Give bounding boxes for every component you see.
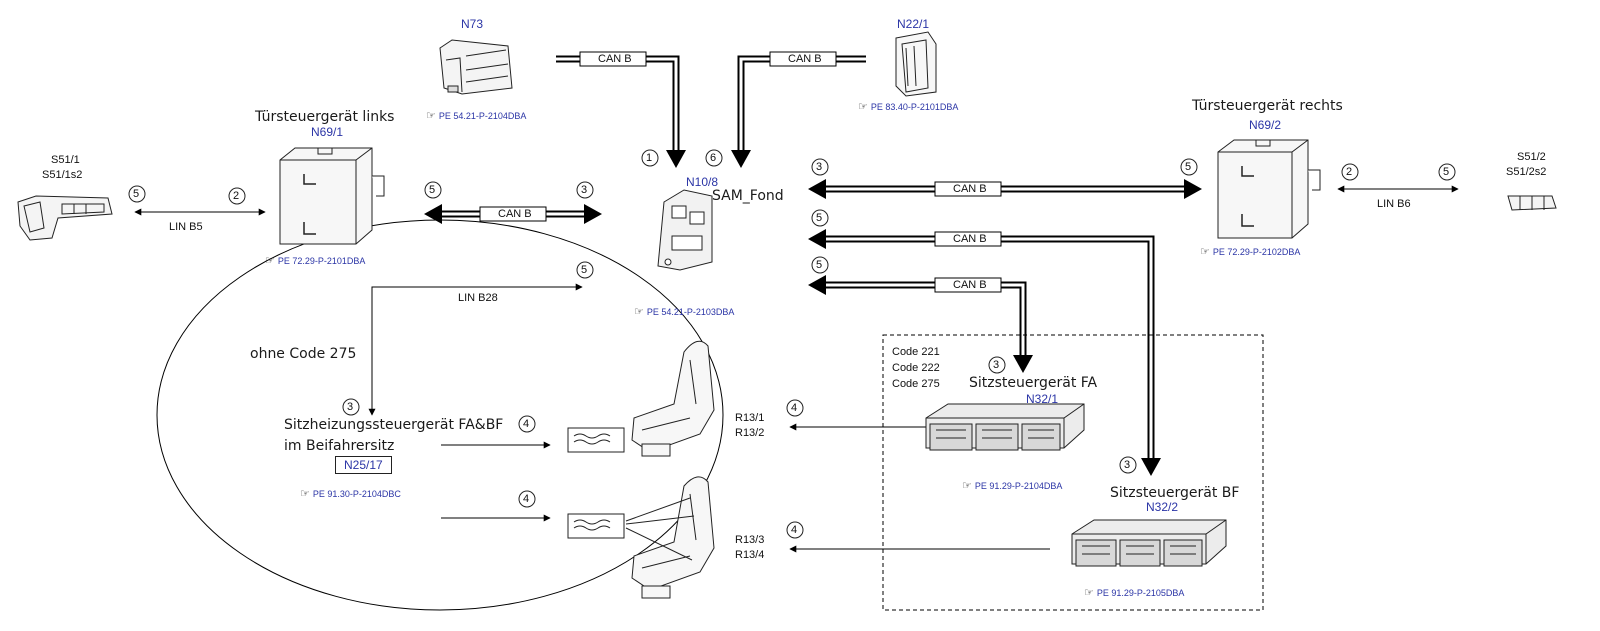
code-region bbox=[882, 334, 1264, 611]
n73-ref: ☞PE 54.21-P-2104DBA bbox=[426, 110, 527, 122]
marker-2: 2 bbox=[233, 190, 240, 202]
n73-module bbox=[439, 39, 513, 95]
sam-name: SAM_Fond bbox=[712, 188, 784, 204]
ohne-code-label: ohne Code 275 bbox=[250, 346, 357, 362]
sitz-bf-ref: ☞PE 91.29-P-2105DBA bbox=[1084, 587, 1185, 599]
s51-2-switch bbox=[1507, 195, 1557, 211]
lin-b5-label: LIN B5 bbox=[169, 221, 203, 233]
tsg-right-id: N69/2 bbox=[1249, 118, 1282, 132]
sam-id: N10/8 bbox=[686, 175, 719, 189]
n22-ref-text: PE 83.40-P-2101DBA bbox=[870, 102, 959, 112]
marker-4: 4 bbox=[523, 418, 530, 430]
marker-6: 6 bbox=[710, 152, 717, 164]
heating-elements bbox=[567, 427, 625, 539]
s51-1-switch bbox=[17, 195, 113, 241]
sitz-fa-ref: ☞PE 91.29-P-2104DBA bbox=[962, 480, 1063, 492]
marker-5: 5 bbox=[133, 188, 140, 200]
sitz-fa-id: N32/1 bbox=[1026, 392, 1059, 406]
can-b-label: CAN B bbox=[788, 53, 822, 65]
tsg-right-ref: ☞PE 72.29-P-2102DBA bbox=[1200, 246, 1301, 258]
sitz-bf-module bbox=[1071, 519, 1227, 567]
can-b-label: CAN B bbox=[598, 53, 632, 65]
tsg-left-name: Türsteuergerät links bbox=[255, 109, 395, 125]
can-link-sitz-fa bbox=[808, 275, 1033, 373]
marker-5: 5 bbox=[816, 212, 823, 224]
sitz-fa-ref-text: PE 91.29-P-2104DBA bbox=[974, 481, 1063, 491]
sitz-bf-id: N32/2 bbox=[1146, 500, 1179, 514]
tsg-left-id: N69/1 bbox=[311, 125, 344, 139]
marker-4: 4 bbox=[791, 524, 798, 536]
marker-5: 5 bbox=[1185, 161, 1192, 173]
marker-5: 5 bbox=[1443, 166, 1450, 178]
heiz-id: N25/17 bbox=[335, 456, 392, 474]
markers bbox=[128, 149, 1456, 539]
s51-1s2-label: S51/1s2 bbox=[42, 169, 83, 181]
can-link-tsg-right bbox=[808, 179, 1202, 199]
can-b-label: CAN B bbox=[953, 233, 987, 245]
marker-3: 3 bbox=[816, 161, 823, 173]
tsg-right-ref-text: PE 72.29-P-2102DBA bbox=[1212, 247, 1301, 257]
marker-3: 3 bbox=[1124, 459, 1131, 471]
marker-5: 5 bbox=[816, 259, 823, 271]
heiz-ref-text: PE 91.30-P-2104DBC bbox=[312, 489, 401, 499]
s51-2s2-label: S51/2s2 bbox=[1506, 166, 1547, 178]
r13-4-label: R13/4 bbox=[735, 549, 765, 561]
sam-ref: ☞PE 54.21-P-2103DBA bbox=[634, 306, 735, 318]
sitz-fa-name: Sitzsteuergerät FA bbox=[969, 375, 1098, 391]
r13-1-label: R13/1 bbox=[735, 412, 765, 424]
marker-3: 3 bbox=[993, 359, 1000, 371]
marker-5: 5 bbox=[429, 184, 436, 196]
marker-3: 3 bbox=[581, 184, 588, 196]
seat-lower bbox=[625, 476, 715, 599]
sitz-fa-module bbox=[925, 403, 1085, 451]
code-item: Code 222 bbox=[892, 362, 940, 374]
can-b-label: CAN B bbox=[953, 279, 987, 291]
tsg-left-ref: ☞PE 72.29-P-2101DBA bbox=[265, 255, 366, 267]
tsg-left-module bbox=[279, 147, 385, 245]
heiz-name: Sitzheizungssteuergerät FA&BF bbox=[284, 417, 504, 433]
lin-lines bbox=[134, 185, 1459, 553]
marker-2: 2 bbox=[1346, 166, 1353, 178]
sam-fond-module bbox=[657, 189, 713, 271]
s51-2-label: S51/2 bbox=[1517, 151, 1546, 163]
marker-4: 4 bbox=[791, 402, 798, 414]
seat-upper bbox=[631, 340, 715, 457]
r13-2-label: R13/2 bbox=[735, 427, 765, 439]
ohne-code-region bbox=[156, 219, 724, 611]
heiz-ref: ☞PE 91.30-P-2104DBC bbox=[300, 488, 401, 500]
can-label-boxes bbox=[479, 51, 1002, 293]
n73-ref-text: PE 54.21-P-2104DBA bbox=[438, 111, 527, 121]
can-link-sitz-bf bbox=[808, 229, 1161, 476]
code-item: Code 275 bbox=[892, 378, 940, 390]
can-b-label: CAN B bbox=[953, 183, 987, 195]
n73-id: N73 bbox=[461, 17, 484, 31]
can-link-n22 bbox=[731, 55, 866, 168]
marker-5: 5 bbox=[581, 264, 588, 276]
code-list: Code 221 Code 222 Code 275 bbox=[892, 344, 940, 392]
sitz-bf-name: Sitzsteuergerät BF bbox=[1110, 485, 1240, 501]
code-item: Code 221 bbox=[892, 346, 940, 358]
n22-id: N22/1 bbox=[897, 17, 930, 31]
marker-1: 1 bbox=[646, 152, 653, 164]
lin-b6-label: LIN B6 bbox=[1377, 198, 1411, 210]
can-b-label: CAN B bbox=[498, 208, 532, 220]
heiz-location: im Beifahrersitz bbox=[284, 438, 395, 454]
sitz-bf-ref-text: PE 91.29-P-2105DBA bbox=[1096, 588, 1185, 598]
marker-3: 3 bbox=[347, 401, 354, 413]
sam-ref-text: PE 54.21-P-2103DBA bbox=[646, 307, 735, 317]
can-link-n73 bbox=[556, 55, 686, 168]
n22-module bbox=[895, 31, 937, 97]
tsg-right-name: Türsteuergerät rechts bbox=[1192, 98, 1343, 114]
tsg-left-ref-text: PE 72.29-P-2101DBA bbox=[277, 256, 366, 266]
s51-1-label: S51/1 bbox=[51, 154, 80, 166]
n22-ref: ☞PE 83.40-P-2101DBA bbox=[858, 101, 959, 113]
lin-b28-label: LIN B28 bbox=[458, 292, 498, 304]
marker-4: 4 bbox=[523, 493, 530, 505]
tsg-right-module bbox=[1217, 139, 1321, 239]
r13-3-label: R13/3 bbox=[735, 534, 765, 546]
